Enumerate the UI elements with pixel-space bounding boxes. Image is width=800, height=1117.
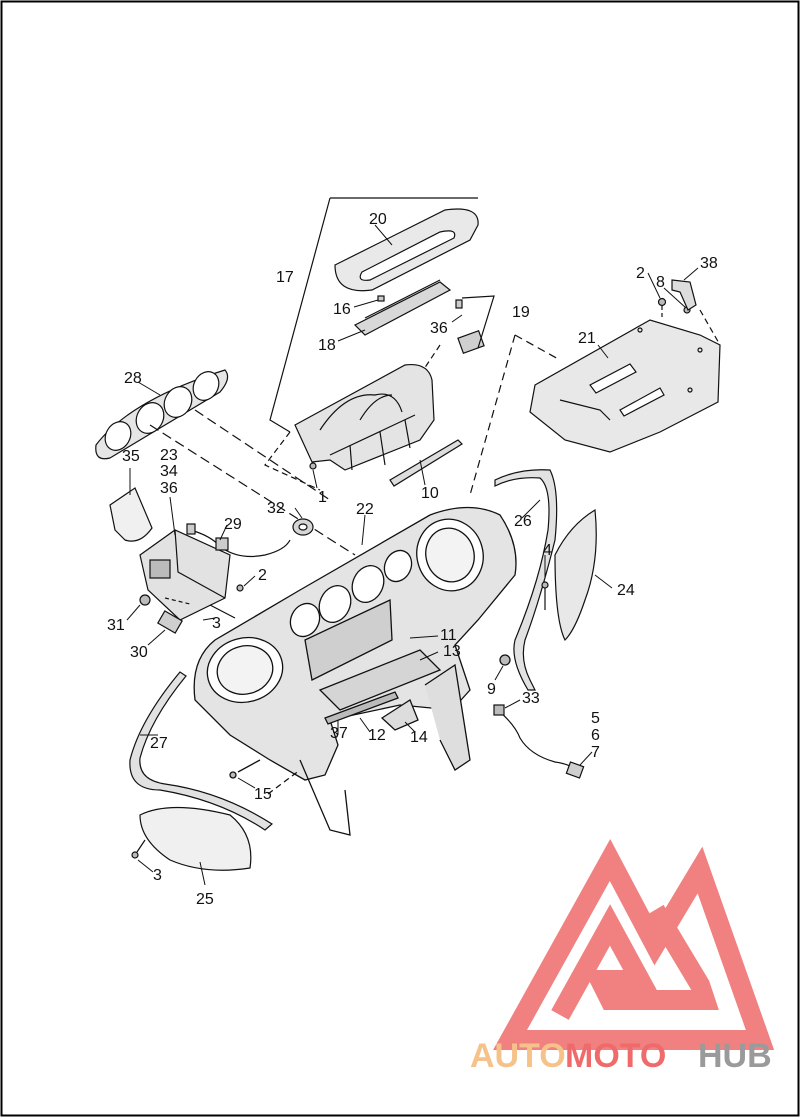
callout-22: 22 (356, 501, 374, 518)
callout-30: 30 (130, 644, 148, 661)
callout-32: 32 (267, 500, 285, 517)
callout-24: 24 (617, 582, 635, 599)
callout-19: 19 (512, 304, 530, 321)
lower-left-parts (129, 671, 274, 871)
callout-26: 26 (514, 513, 532, 530)
part-12-strip (324, 691, 399, 725)
callout-bracket-17 (269, 197, 331, 433)
part-housing (294, 363, 435, 471)
part-29-harness (189, 529, 291, 558)
part-24-panel (554, 508, 597, 642)
part-35-panel (109, 487, 153, 542)
left-parts (95, 369, 356, 634)
callout-7: 7 (591, 744, 600, 761)
callout-15: 15 (254, 786, 272, 803)
callout-9: 9 (487, 681, 496, 698)
part-10-strip (389, 439, 463, 487)
main-fairing (193, 506, 517, 836)
callout-34: 34 (160, 463, 178, 480)
callout-37: 37 (330, 725, 348, 742)
callout-10: 10 (421, 485, 439, 502)
part-2-screw-mid (236, 584, 244, 592)
callout-6: 6 (591, 727, 600, 744)
callout-36-left: 36 (160, 480, 178, 497)
callout-23: 23 (160, 447, 178, 464)
part-21-bracket (529, 319, 721, 453)
callout-5: 5 (591, 710, 600, 727)
callout-labels: 20 17 16 18 36 19 2 8 38 21 28 35 23 34 … (107, 211, 718, 908)
callout-2-mid: 2 (258, 567, 267, 584)
part-25-panel (139, 806, 252, 871)
callout-8: 8 (656, 274, 665, 291)
callout-14: 14 (410, 729, 428, 746)
callout-33: 33 (522, 690, 540, 707)
right-bracket-assembly (469, 279, 721, 496)
part-15-screw (229, 771, 237, 779)
logo-text-auto: AUTO (470, 1037, 566, 1075)
part-38-bracket (671, 279, 697, 311)
callout-16: 16 (333, 301, 351, 318)
callout-31: 31 (107, 617, 125, 634)
callout-17: 17 (276, 269, 294, 286)
part-4-screw (541, 581, 549, 589)
callout-27: 27 (150, 735, 168, 752)
part-31-clip (139, 594, 151, 606)
part-14-strip (380, 699, 419, 731)
part-3-screw (131, 851, 139, 859)
logo-text-moto: MOTO (565, 1037, 666, 1075)
callout-12: 12 (368, 727, 386, 744)
right-side-parts (493, 469, 597, 779)
leader-lines (126, 224, 699, 886)
part-26-seal (494, 469, 558, 691)
top-assembly (264, 197, 495, 491)
callout-13: 13 (443, 643, 461, 660)
callout-29: 29 (224, 516, 242, 533)
part-16-clip (377, 295, 385, 302)
callout-36-top: 36 (430, 320, 448, 337)
part-33-cable (497, 709, 576, 771)
callout-1: 1 (318, 489, 327, 506)
part-9-screw (499, 654, 511, 666)
callout-11: 11 (440, 627, 457, 644)
callout-3-mid: 3 (212, 615, 221, 632)
part-30-connector (157, 610, 183, 634)
callout-35: 35 (122, 448, 140, 465)
callout-38: 38 (700, 255, 718, 272)
watermark-logo: AUTO MOTO HUB (470, 839, 775, 1075)
callout-4: 4 (543, 542, 552, 559)
callout-18: 18 (318, 337, 336, 354)
callout-2-top: 2 (636, 265, 645, 282)
callout-25: 25 (196, 891, 214, 908)
callout-20: 20 (369, 211, 387, 228)
logo-text-hub: HUB (698, 1037, 772, 1075)
logo-triangle-mark (493, 839, 775, 1050)
part-27-seal (129, 671, 274, 831)
part-1-screw (309, 462, 317, 470)
callout-bracket-19 (461, 295, 495, 349)
callout-28: 28 (124, 370, 142, 387)
callout-21: 21 (578, 330, 596, 347)
callout-3-bottom: 3 (153, 867, 162, 884)
part-2-screw-top (657, 297, 667, 307)
